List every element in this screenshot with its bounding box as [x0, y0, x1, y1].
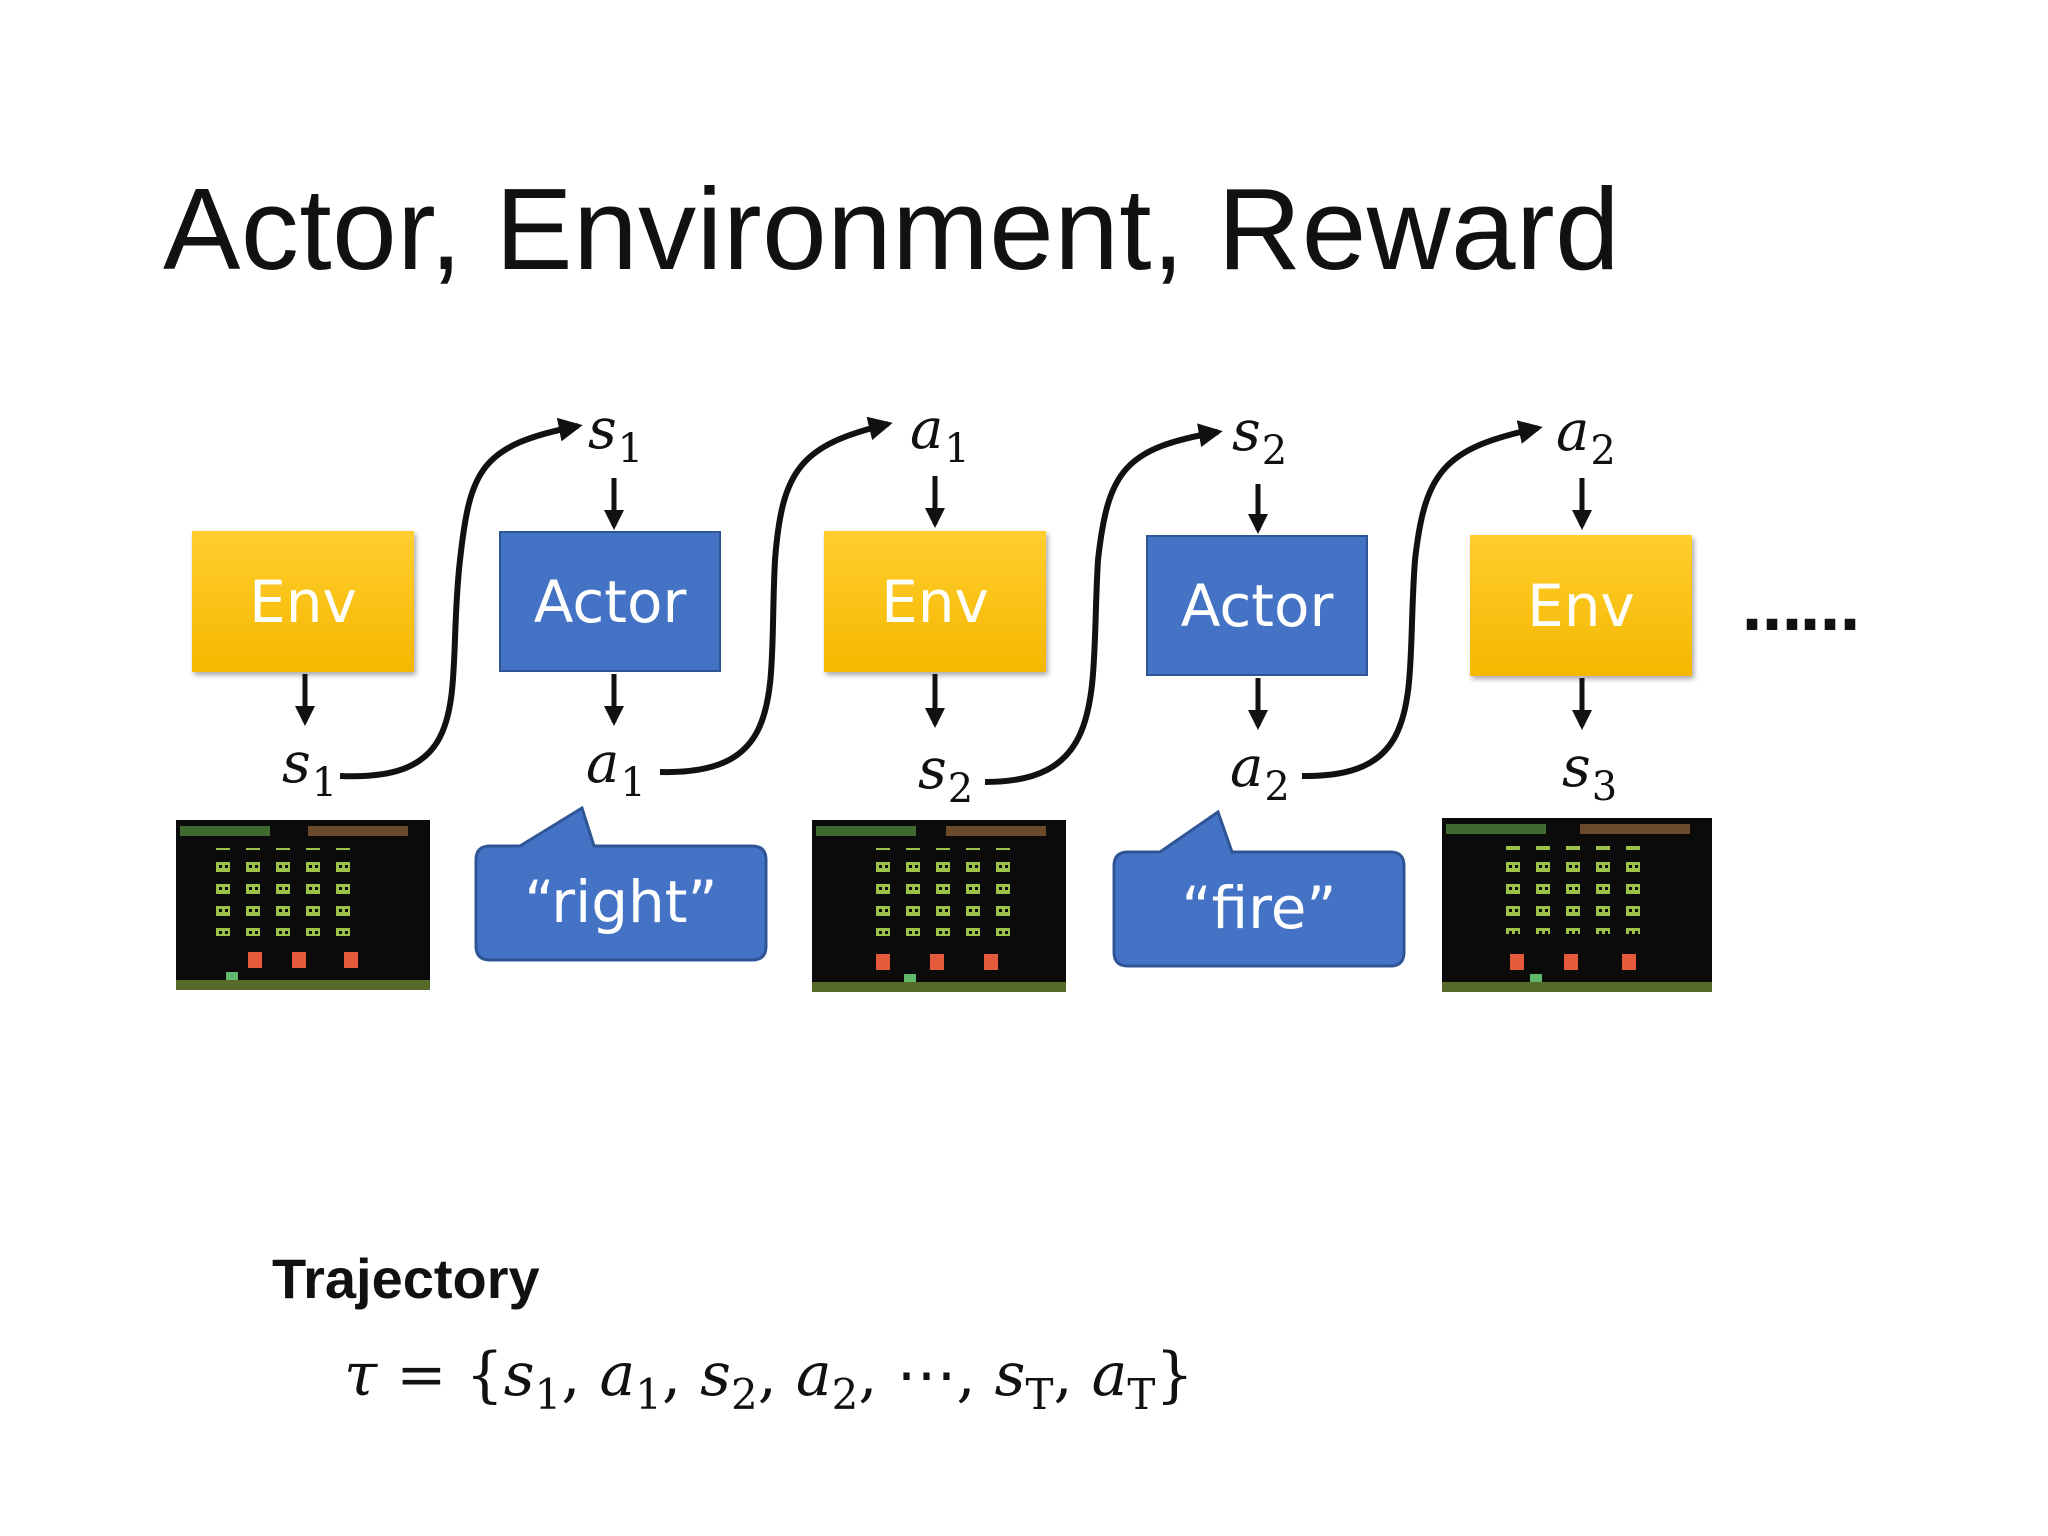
speech-bubble-right [474, 805, 768, 962]
bottom-label-s3: s3 [1562, 735, 1618, 810]
top-label-s2: s2 [1232, 399, 1288, 474]
env-box-2: Env [824, 531, 1046, 672]
top-label-s1: s1 [588, 397, 644, 472]
top-label-a1: a1 [910, 397, 970, 472]
bottom-label-s1: s1 [282, 731, 338, 806]
env-box-3: Env [1470, 535, 1692, 676]
env-box-1: Env [192, 531, 414, 672]
curve-a1 [659, 416, 893, 776]
env-box-1-label: Env [249, 567, 357, 636]
env-box-3-label: Env [1527, 571, 1635, 640]
bottom-label-a2: a2 [1230, 735, 1290, 810]
actor-box-1: Actor [499, 531, 721, 672]
env-box-2-label: Env [881, 567, 989, 636]
curve-a2 [1301, 420, 1543, 780]
game-screen-3 [1442, 818, 1712, 992]
top-label-a2: a2 [1556, 399, 1616, 474]
action-text-fire: “fire” [1181, 874, 1337, 942]
curve-s2 [984, 423, 1223, 785]
actor-box-2-label: Actor [1180, 571, 1334, 640]
slide-title: Actor, Environment, Reward [163, 164, 1621, 294]
bottom-label-a1: a1 [586, 731, 646, 806]
speech-bubble-fire [1112, 809, 1406, 968]
actor-box-1-label: Actor [533, 567, 687, 636]
trajectory-heading: Trajectory [272, 1247, 540, 1310]
curve-s1 [339, 417, 583, 780]
actor-box-2: Actor [1146, 535, 1368, 676]
game-screen-2 [812, 820, 1066, 992]
trajectory-formula: τ = {s1, a1, s2, a2, ⋯, sT, aT} [344, 1340, 1194, 1419]
continuation-ellipsis: …… [1742, 575, 1860, 645]
action-text-right: “right” [524, 868, 718, 936]
bottom-label-s2: s2 [918, 737, 974, 812]
game-screen-1 [176, 820, 430, 990]
